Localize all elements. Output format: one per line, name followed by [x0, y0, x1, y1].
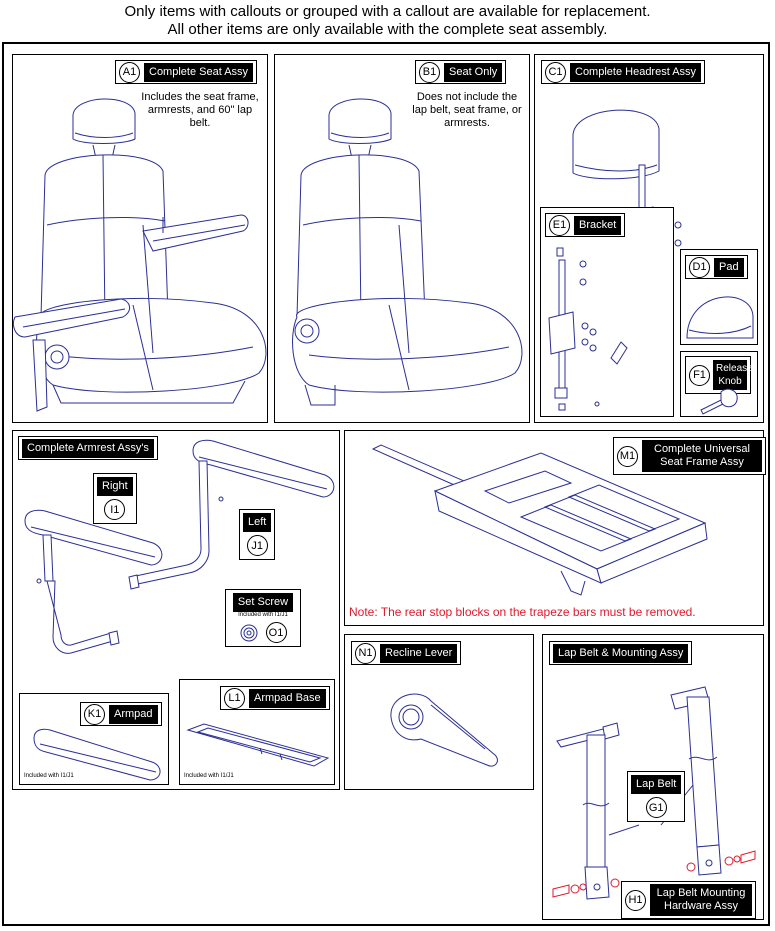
callout-f1: F1 Release Knob: [685, 356, 753, 394]
callout-code: H1: [625, 889, 646, 911]
callout-h1-hardware: H1 Lap Belt Mounting Hardware Assy: [621, 881, 756, 919]
callout-n1: N1 Recline Lever: [351, 641, 462, 665]
callout-code: F1: [689, 364, 710, 386]
callout-a1: A1 Complete Seat Assy: [115, 60, 258, 84]
armpad-illustration: [20, 694, 170, 786]
panel-m1-seat-frame: M1 Complete Universal Seat Frame Assy No…: [344, 430, 766, 627]
callout-g1-lap-belt: Lap Belt G1: [627, 771, 686, 822]
callout-code: A1: [119, 61, 140, 83]
callout-label: Bracket: [574, 215, 622, 235]
panel-a1-complete-seat: A1 Complete Seat Assy Includes the seat …: [12, 54, 268, 423]
callout-label: Complete Headrest Assy: [570, 62, 702, 82]
complete-seat-illustration: [13, 55, 269, 424]
callout-label: Complete Universal Seat Frame Assy: [642, 440, 762, 472]
callout-code: K1: [84, 703, 105, 725]
callout-label: Lap Belt: [631, 775, 682, 794]
callout-code: G1: [645, 797, 667, 818]
k1-footnote: Included with I1/J1: [24, 773, 74, 779]
panel-armrest-assy: Complete Armrest Assy's Right I1 Left J1…: [12, 430, 340, 790]
callout-label: Lap Belt Mounting Hardware Assy: [650, 884, 752, 916]
bracket-illustration: [541, 208, 675, 418]
armrests-illustration: [13, 431, 341, 791]
callout-j1-left: Left J1: [239, 509, 276, 560]
callout-code: O1: [265, 622, 287, 643]
callout-m1: M1 Complete Universal Seat Frame Assy: [613, 437, 766, 475]
callout-e1: E1 Bracket: [545, 213, 626, 237]
seat-frame-illustration: [345, 431, 765, 627]
callout-c1: C1 Complete Headrest Assy: [541, 60, 706, 84]
callout-code: C1: [545, 61, 566, 83]
callout-label: Right: [97, 477, 133, 496]
header-line-2: All other items are only available with …: [167, 21, 608, 38]
panel-c1-headrest: C1 Complete Headrest Assy E1 Bracket: [534, 54, 764, 423]
header-line-1: Only items with callouts or grouped with…: [124, 3, 651, 20]
panel-n1-recline-lever: N1 Recline Lever: [344, 634, 534, 790]
callout-sub-label: Included with I1/J1: [238, 612, 288, 618]
seat-only-illustration: [275, 55, 531, 424]
callout-o1-set-screw: Set Screw Included with I1/J1 O1: [225, 589, 301, 647]
callout-b1: B1 Seat Only: [415, 60, 507, 84]
callout-k1: K1 Armpad: [80, 702, 162, 726]
callout-code: E1: [549, 214, 570, 236]
panel-lap-belt: Lap Belt & Mounting Assy Lap Belt: [542, 634, 764, 920]
callout-label: Release Knob: [713, 360, 753, 390]
release-knob-illustration: [681, 352, 759, 418]
lap-belt-illustration: [543, 635, 765, 921]
set-screw-row: O1: [240, 622, 287, 643]
callout-label: Pad: [714, 257, 744, 277]
sub-panel-l1-armpad-base: L1 Armpad Base Included with I1/J1: [179, 679, 335, 785]
l1-footnote: Included with I1/J1: [184, 773, 234, 779]
callout-label: Left: [243, 513, 272, 532]
armpad-base-illustration: [180, 680, 336, 786]
m1-note: Note: The rear stop blocks on the trapez…: [349, 605, 696, 619]
sub-panel-k1-armpad: K1 Armpad Included with I1/J1: [19, 693, 169, 785]
callout-code: I1: [104, 499, 126, 520]
a1-description: Includes the seat frame, armrests, and 6…: [141, 91, 259, 129]
callout-lapbelt-title: Lap Belt & Mounting Assy: [549, 641, 693, 665]
sub-panel-d1-pad: D1 Pad: [680, 249, 758, 345]
sub-panel-e1-bracket: E1 Bracket: [540, 207, 674, 417]
callout-armrest-title: Complete Armrest Assy's: [18, 436, 158, 460]
callout-code: J1: [246, 535, 268, 556]
callout-d1: D1 Pad: [685, 255, 748, 279]
callout-label: Complete Armrest Assy's: [22, 438, 154, 458]
recline-lever-illustration: [345, 635, 535, 791]
callout-code: M1: [617, 445, 638, 467]
parts-diagram-frame: A1 Complete Seat Assy Includes the seat …: [2, 42, 770, 926]
callout-code: B1: [419, 61, 440, 83]
callout-label: Armpad Base: [249, 688, 326, 708]
callout-code: D1: [689, 256, 710, 278]
callout-label: Complete Seat Assy: [144, 62, 254, 82]
sub-panel-f1-release-knob: F1 Release Knob: [680, 351, 758, 417]
callout-label: Lap Belt & Mounting Assy: [553, 643, 689, 663]
callout-label: Recline Lever: [380, 643, 458, 663]
callout-l1: L1 Armpad Base: [220, 686, 330, 710]
callout-code: N1: [355, 642, 376, 664]
panel-b1-seat-only: B1 Seat Only Does not include the lap be…: [274, 54, 530, 423]
callout-label: Seat Only: [444, 62, 503, 82]
b1-description: Does not include the lap belt, seat fram…: [412, 91, 522, 129]
callout-i1-right: Right I1: [93, 473, 137, 524]
headrest-pad-illustration: [681, 250, 759, 346]
callout-label: Armpad: [109, 704, 158, 724]
set-screw-icon: [240, 624, 257, 641]
callout-label: Set Screw: [232, 593, 294, 612]
callout-code: L1: [224, 687, 245, 709]
